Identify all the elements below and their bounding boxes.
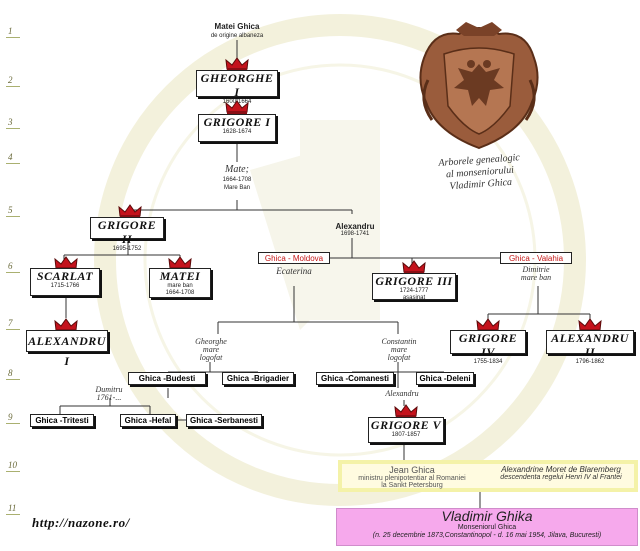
subject-life: (n. 25 decembrie 1873,Constantinopol - d…	[372, 532, 602, 539]
constantin-role: mare	[390, 345, 408, 354]
branch-deleni[interactable]: Ghica -Deleni	[416, 372, 474, 385]
person-name: GRIGORE I	[203, 115, 271, 129]
branch-brigadier[interactable]: Ghica -Brigadier	[222, 372, 294, 385]
generation-marker: 8	[6, 368, 19, 380]
crown-icon	[394, 404, 418, 418]
coat-of-arms-icon	[419, 22, 539, 150]
branch-serbanesti[interactable]: Ghica -Serbanesti	[186, 414, 262, 427]
person-dates: 1695-1752	[112, 246, 142, 252]
gheorghe-role: mare	[202, 345, 220, 354]
root-note: de origine albaneza	[210, 33, 264, 39]
root-name: Matei Ghica	[214, 22, 260, 31]
generation-marker: 9	[6, 412, 19, 424]
person-name: ALEXANDRU I	[28, 334, 106, 368]
person-grigore-ii[interactable]: GRIGORE II 1695-1752	[90, 217, 164, 252]
generation-marker: 7	[6, 318, 19, 330]
branch-comanesti[interactable]: Ghica -Comanesti	[316, 372, 394, 385]
person-note: asasinat	[402, 295, 426, 301]
parents-panel: Jean Ghica ministru plenipotentiar al Ro…	[338, 460, 638, 492]
person-grigore-v[interactable]: GRIGORE V 1807-1857	[368, 417, 444, 443]
person-name: GRIGORE II	[97, 218, 157, 246]
father-name: Jean Ghica	[389, 465, 435, 475]
person-name: ALEXANDRU II	[551, 331, 629, 359]
generation-marker: 2	[6, 75, 19, 87]
branch-valahia[interactable]: Ghica - Valahia	[500, 252, 572, 264]
person-grigore-iii[interactable]: GRIGORE III 1724-1777 asasinat	[372, 273, 456, 301]
mother-name: Alexandrine Moret de Blaremberg	[501, 465, 621, 474]
mate-role: Mare Ban	[223, 185, 250, 191]
constantin-label: Constantin	[381, 337, 417, 346]
person-dates: 1715-1766	[50, 283, 80, 289]
alexandru-dates: 1698-1741	[340, 231, 370, 237]
dumitru-dates: 1761-...	[96, 393, 122, 402]
person-dates: 1807-1857	[391, 432, 421, 438]
dimitrie-role: mare ban	[520, 273, 552, 282]
subject-title: Monseniorul Ghica	[457, 524, 517, 531]
person-alexandru-i[interactable]: ALEXANDRU I	[26, 330, 108, 368]
generation-marker: 3	[6, 117, 19, 129]
subject-panel: Vladimir Ghika Monseniorul Ghica (n. 25 …	[336, 508, 638, 546]
person-alexandru-ii[interactable]: ALEXANDRU II 1796-1862	[546, 330, 634, 365]
person-grigore-i[interactable]: GRIGORE I 1628-1674	[198, 114, 276, 142]
mate-dates: 1664-1708	[222, 177, 252, 183]
person-name: GRIGORE III	[375, 274, 453, 288]
gheorghe-role: logofat	[199, 353, 223, 362]
constantin-role: logofat	[387, 353, 411, 362]
ecaterina-label: Ecaterina	[276, 266, 312, 276]
generation-marker: 4	[6, 152, 19, 164]
branch-budesti[interactable]: Ghica -Budesti	[128, 372, 206, 385]
mother-desc: descendenta regelui Henri IV al Frantei	[500, 474, 622, 481]
person-name: SCARLAT	[36, 269, 94, 283]
generation-marker: 11	[5, 503, 21, 515]
person-dates: 1796-1862	[575, 359, 605, 365]
person-note: mare ban	[167, 283, 193, 289]
alexandru-small-label: Alexandru	[385, 389, 419, 398]
gheorghe-label: Gheorghe	[195, 337, 227, 346]
crown-icon	[225, 100, 249, 114]
person-matei[interactable]: MATEI mare ban 1664-1708	[149, 268, 211, 298]
generation-marker: 5	[6, 205, 19, 217]
branch-moldova[interactable]: Ghica - Moldova	[258, 252, 330, 264]
person-name: GRIGORE V	[370, 418, 442, 432]
crown-icon	[225, 57, 249, 71]
person-name: MATEI	[159, 269, 201, 283]
person-name: GHEORGHE I	[200, 71, 274, 99]
crown-icon	[118, 204, 142, 218]
generation-marker: 6	[6, 261, 19, 273]
person-dates: 1664-1708	[165, 290, 195, 296]
branch-tritesti[interactable]: Ghica -Tritesti	[30, 414, 94, 427]
person-dates: 1755-1834	[473, 359, 503, 365]
dumitru-label: Dumitru	[95, 385, 123, 394]
person-name: GRIGORE IV	[458, 331, 518, 359]
father-desc: la Sankt Petersburg	[381, 482, 443, 489]
person-dates: 1628-1674	[222, 129, 252, 135]
father-desc: ministru plenipotentiar al Romaniei	[358, 475, 466, 482]
person-scarlat[interactable]: SCARLAT 1715-1766	[30, 268, 100, 296]
subject-name: Vladimir Ghika	[441, 508, 533, 524]
person-gheorghe-i[interactable]: GHEORGHE I 1600-1664	[196, 70, 278, 105]
person-dates: 1724-1777	[399, 288, 429, 294]
branch-hefal[interactable]: Ghica -Hefal	[120, 414, 176, 427]
mate-name: Mate;	[225, 164, 249, 175]
person-grigore-iv[interactable]: GRIGORE IV 1755-1834	[450, 330, 526, 365]
crown-icon	[402, 260, 426, 274]
dimitrie-label: Dimitrie	[522, 265, 550, 274]
alexandru-label: Alexandru	[335, 222, 375, 231]
site-url[interactable]: http://nazone.ro/	[32, 515, 130, 530]
generation-marker: 1	[6, 26, 19, 38]
generation-marker: 10	[6, 460, 20, 472]
